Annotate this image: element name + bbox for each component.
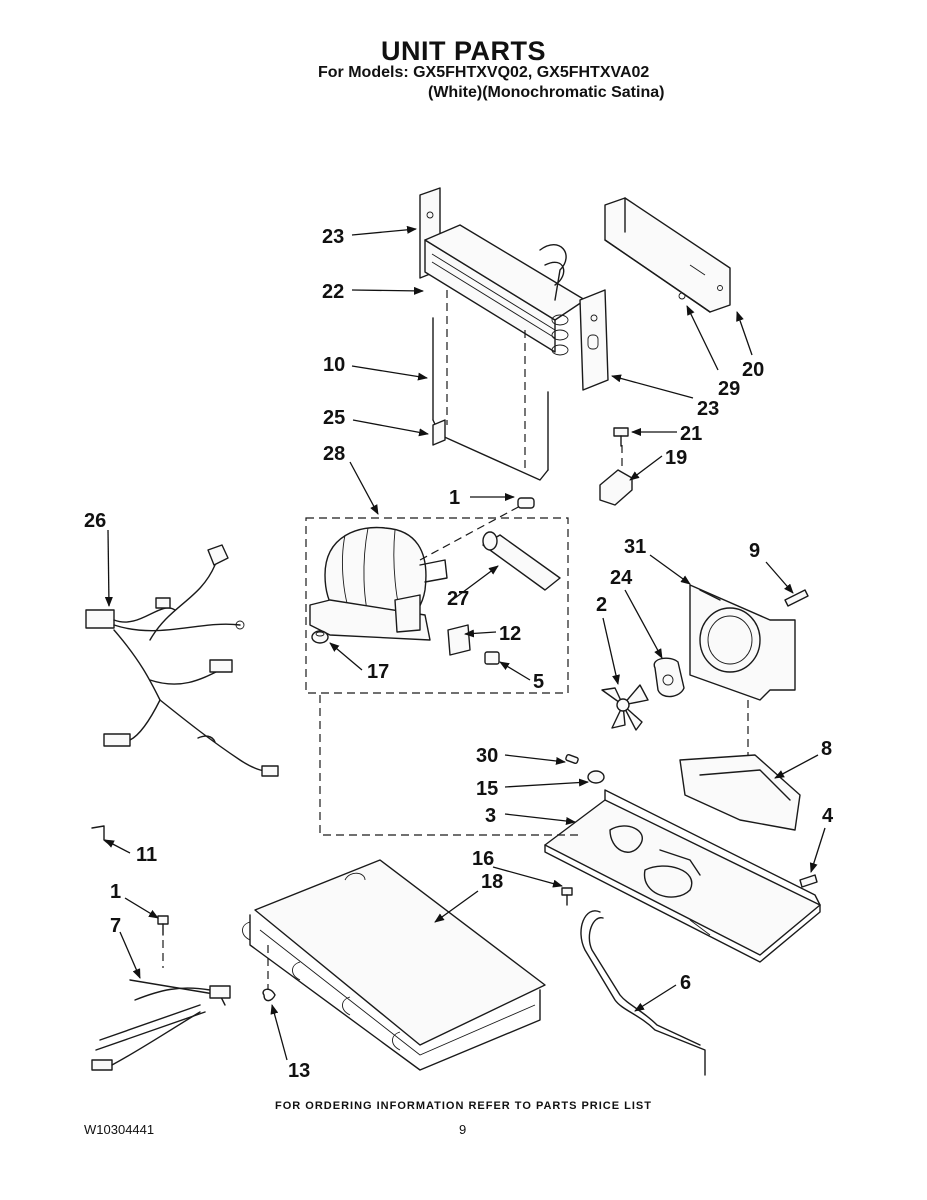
callout-label: 3 (485, 805, 496, 827)
fan-blade-part (601, 684, 649, 731)
base-plate-part (544, 789, 821, 963)
grommet-17-part (311, 630, 329, 644)
callout-label: 5 (533, 671, 544, 693)
compressor-part (309, 526, 448, 641)
wiring-harness-part (85, 544, 279, 777)
callout-label: 21 (680, 423, 702, 445)
callout-label: 28 (323, 443, 345, 465)
clip-13-part (262, 945, 276, 1002)
condenser-part (242, 859, 546, 1071)
harness-7-part (91, 915, 231, 1071)
callout-label: 2 (596, 594, 607, 616)
page-title: UNIT PARTS (381, 36, 546, 66)
ordering-note: FOR ORDERING INFORMATION REFER TO PARTS … (275, 1100, 652, 1112)
callout-label: 11 (136, 844, 157, 866)
callout-label: 12 (499, 623, 521, 645)
callout-labels: 23 22 10 25 28 1 26 23 29 20 21 19 31 9 … (84, 226, 834, 1082)
relay-12-part (447, 624, 471, 656)
callout-label: 22 (322, 281, 344, 303)
page-number: 9 (459, 1122, 467, 1137)
evaporator-bracket-right-part (579, 289, 609, 391)
callout-label: 27 (447, 588, 469, 610)
callout-label: 15 (476, 778, 498, 800)
callout-label: 16 (472, 848, 494, 870)
bracket-19-part (599, 445, 633, 506)
callout-label: 17 (367, 661, 389, 683)
callout-label: 1 (110, 881, 121, 903)
screw-16-part (561, 887, 573, 906)
callout-label: 7 (110, 915, 121, 937)
models-line: For Models: GX5FHTXVQ02, GX5FHTXVA02 (318, 64, 650, 81)
callout-label: 8 (821, 738, 832, 760)
screw-21-part (613, 427, 629, 447)
compressor-assembly-boundary (305, 517, 569, 694)
drier-27-part (482, 531, 561, 591)
variant-line: (White)(Monochromatic Satina) (428, 84, 665, 101)
grommet-15-part (587, 770, 605, 784)
bracket-8-part (679, 754, 801, 831)
screw-9-part (784, 589, 809, 607)
callout-label: 1 (449, 487, 460, 509)
callout-label: 19 (665, 447, 687, 469)
callout-label: 10 (323, 354, 345, 376)
callout-label: 4 (822, 805, 834, 827)
evaporator-part (419, 187, 586, 356)
callout-label: 13 (288, 1060, 310, 1082)
fan-motor-part (653, 657, 685, 698)
cap-5-part (484, 651, 500, 665)
evaporator-cover-part (604, 197, 731, 313)
callout-label: 31 (624, 536, 646, 558)
drain-heater-part (432, 317, 549, 481)
callout-label: 20 (742, 359, 764, 381)
callout-label: 18 (481, 871, 503, 893)
callout-label: 24 (610, 567, 633, 589)
tube-6-part (580, 910, 706, 1076)
callout-label: 25 (323, 407, 345, 429)
document-number: W10304441 (84, 1122, 155, 1137)
clip-11-part (91, 825, 111, 846)
screw-4-part (799, 874, 818, 888)
callout-label: 23 (322, 226, 344, 248)
callout-label: 30 (476, 745, 498, 767)
callout-label: 9 (749, 540, 760, 562)
fitting-1-part (517, 497, 535, 509)
callout-label: 26 (84, 510, 106, 532)
callout-label: 6 (680, 972, 691, 994)
refrigerant-line-path (319, 695, 580, 836)
clip-30-part (565, 753, 579, 765)
leader-lines (104, 225, 826, 1061)
callout-label: 29 (718, 378, 740, 400)
callout-label: 23 (697, 398, 719, 420)
fan-shroud-part (689, 584, 796, 701)
